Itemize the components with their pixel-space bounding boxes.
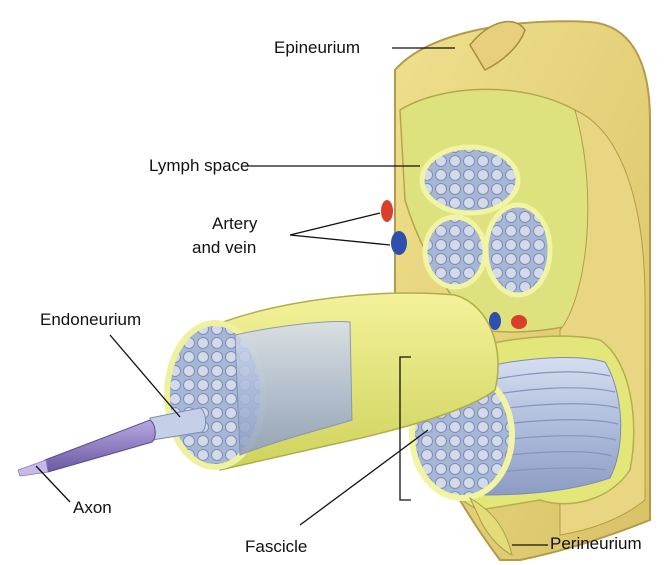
- artery-lower: [511, 315, 527, 329]
- epineurium-label: Epineurium: [274, 38, 360, 58]
- vein-upper: [391, 231, 407, 255]
- lymph-space-label: Lymph space: [149, 156, 249, 176]
- axon-fiber: [43, 420, 156, 472]
- fascicle-top: [422, 147, 518, 213]
- endoneurium-label: Endoneurium: [40, 310, 141, 330]
- artery-and-vein-label-line1: Artery: [212, 214, 257, 234]
- axon-label: Axon: [73, 498, 112, 518]
- axon-leader: [36, 466, 70, 502]
- vein-leader: [290, 235, 390, 245]
- fascicle-label: Fascicle: [245, 537, 307, 557]
- perineurium-label: Perineurium: [550, 534, 642, 554]
- fascicle-left: [425, 217, 485, 287]
- artery-upper: [381, 200, 393, 222]
- artery-and-vein-label-line2: and vein: [192, 238, 256, 258]
- artery-leader: [290, 213, 380, 235]
- fascicle-right: [486, 205, 550, 295]
